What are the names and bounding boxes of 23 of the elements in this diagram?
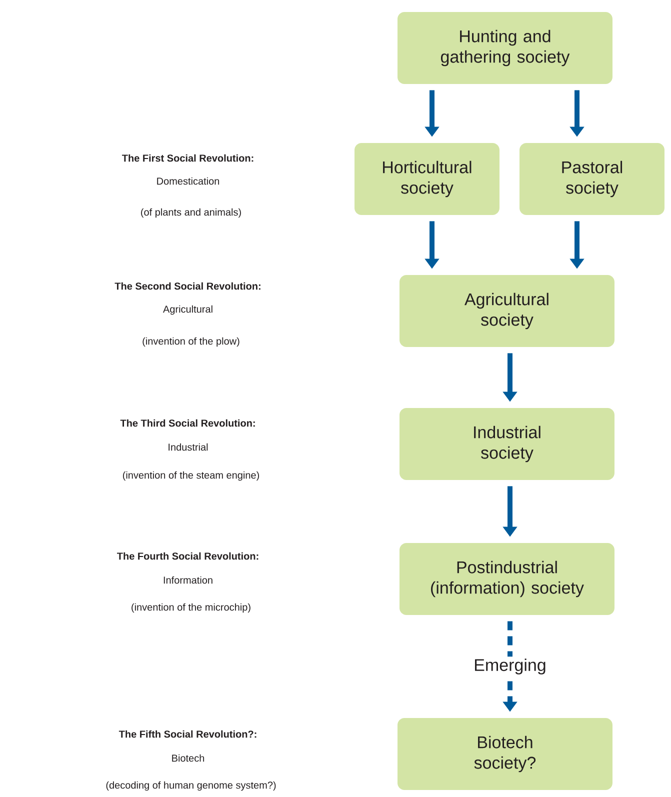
- revolution-heading: The Fifth Social Revolution?:: [118, 730, 256, 738]
- revolution-note: (invention of the steam engine): [122, 471, 259, 481]
- revolution-name: Domestication: [157, 177, 220, 185]
- revolution-note: (decoding of human genome system?): [106, 781, 276, 791]
- edge-label: Emerging: [472, 656, 548, 676]
- revolution-name: Industrial: [168, 443, 208, 451]
- revolution-heading: The Third Social Revolution:: [120, 419, 255, 427]
- society-box: Hunting and gathering society: [398, 12, 612, 84]
- revolution-heading: The Fourth Social Revolution:: [117, 552, 258, 560]
- revolution-heading: The First Social Revolution:: [122, 154, 254, 162]
- revolution-name: Information: [164, 576, 212, 584]
- society-box: Pastoral society: [520, 143, 664, 215]
- society-box: Industrial society: [400, 408, 614, 480]
- revolution-note: (invention of the plow): [142, 337, 240, 347]
- society-box: Agricultural society: [400, 275, 614, 347]
- revolution-note: (of plants and animals): [141, 208, 241, 218]
- society-box: Horticultural society: [354, 143, 500, 215]
- revolution-note: (invention of the microchip): [132, 603, 250, 613]
- revolution-heading: The Second Social Revolution:: [114, 282, 260, 290]
- society-box: Postindustrial (information) society: [400, 543, 614, 615]
- revolution-name: Agricultural: [163, 305, 212, 315]
- revolution-name: Biotech: [172, 754, 204, 762]
- society-box: Biotech society?: [398, 718, 612, 790]
